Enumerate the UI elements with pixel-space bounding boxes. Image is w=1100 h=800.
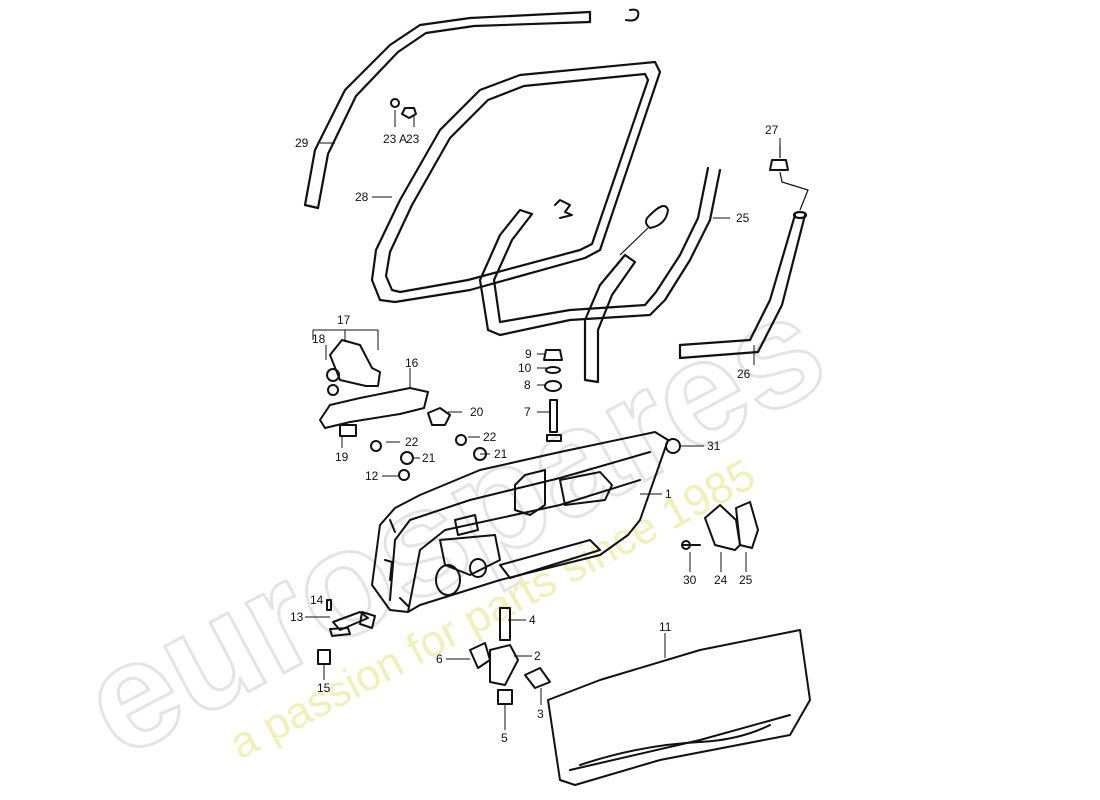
part-1-door-shell bbox=[371, 431, 669, 613]
callout-9: 9 bbox=[525, 347, 532, 361]
callout-3: 3 bbox=[537, 707, 544, 721]
callout-27: 23 A bbox=[383, 132, 407, 146]
callout-13: 13 bbox=[290, 610, 304, 624]
part-24-window-seal bbox=[370, 60, 662, 304]
watermark: eurospares a passion for parts since 198… bbox=[55, 259, 851, 790]
callout-1: 1 bbox=[665, 487, 672, 501]
callout-2: 2 bbox=[534, 649, 541, 663]
callout-8: 8 bbox=[524, 378, 531, 392]
callout-23: 25 bbox=[736, 211, 750, 225]
callout-20: 20 bbox=[470, 405, 484, 419]
part-23b-clip bbox=[769, 145, 809, 211]
part-28-30-plates bbox=[681, 501, 759, 551]
callout-19: 19 bbox=[335, 450, 349, 464]
callout-23a: 26 bbox=[737, 367, 751, 381]
callout-25: 29 bbox=[295, 136, 309, 150]
callout-29: 25 bbox=[739, 573, 753, 587]
callout-21-right: 21 bbox=[494, 447, 508, 461]
part-13-15-striker bbox=[317, 599, 376, 665]
callout-16: 16 bbox=[405, 356, 419, 370]
callout-11: 11 bbox=[659, 620, 672, 634]
callout-22-right: 22 bbox=[483, 430, 497, 444]
callout-6: 6 bbox=[436, 652, 443, 666]
callout-4: 4 bbox=[529, 613, 536, 627]
part-2-6-hinge bbox=[469, 607, 551, 705]
callout-12: 12 bbox=[365, 469, 379, 483]
callout-17: 17 bbox=[337, 313, 351, 327]
callout-21-left: 21 bbox=[422, 451, 436, 465]
callout-23b: 27 bbox=[765, 123, 779, 137]
part-23a-door-seal bbox=[583, 205, 808, 384]
callout-31: 31 bbox=[707, 439, 721, 453]
callout-18: 18 bbox=[312, 332, 326, 346]
leader-lines bbox=[305, 110, 781, 730]
callout-30: 30 bbox=[683, 573, 697, 587]
part-7-10-bolt-stack bbox=[543, 349, 563, 442]
part-25-roof-seal bbox=[303, 8, 640, 210]
callout-22-left: 22 bbox=[405, 435, 419, 449]
callout-labels: 29 23 A 23 28 27 25 26 17 18 16 20 19 22… bbox=[290, 123, 779, 745]
callout-28: 24 bbox=[714, 573, 728, 587]
watermark-brand: eurospares bbox=[56, 260, 849, 788]
part-11-door-panel bbox=[547, 629, 811, 786]
callout-26: 23 bbox=[406, 132, 420, 146]
callout-24: 28 bbox=[355, 190, 369, 204]
callout-5: 5 bbox=[501, 731, 508, 745]
callout-7: 7 bbox=[524, 405, 531, 419]
callout-15: 15 bbox=[317, 681, 331, 695]
part-26-27-fasteners bbox=[390, 98, 417, 119]
callout-10: 10 bbox=[518, 361, 532, 375]
callout-14: 14 bbox=[310, 593, 324, 607]
